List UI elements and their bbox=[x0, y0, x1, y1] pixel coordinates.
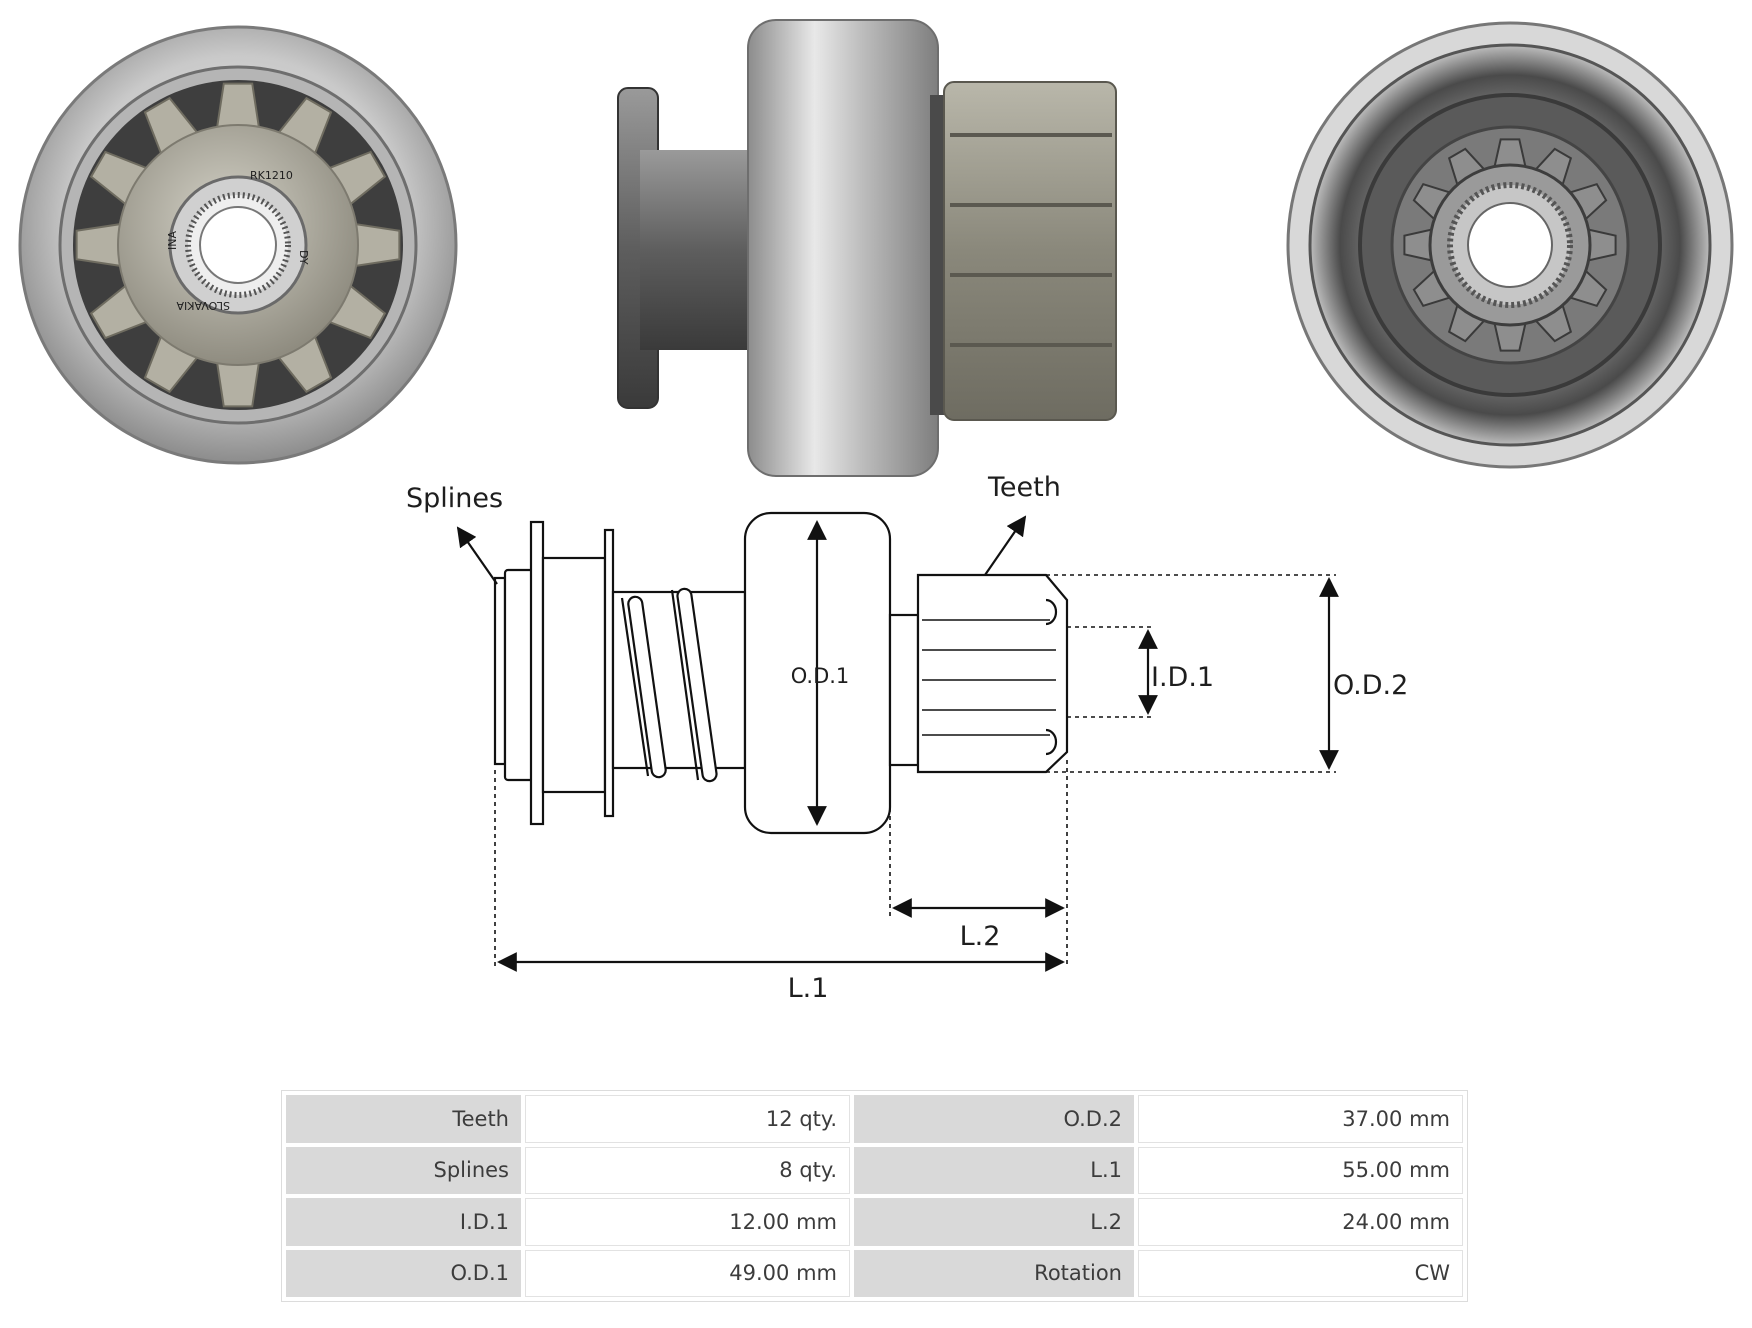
dimension-drawing bbox=[456, 511, 1339, 972]
spec-value: 12 qty. bbox=[525, 1095, 850, 1143]
spec-value: 8 qty. bbox=[525, 1146, 850, 1194]
table-row: I.D.1 12.00 mm L.2 24.00 mm bbox=[286, 1198, 1463, 1246]
l1-label: L.1 bbox=[788, 973, 829, 1004]
side-view-photo bbox=[617, 19, 1117, 477]
spec-value: CW bbox=[1138, 1249, 1463, 1297]
od1-label: O.D.1 bbox=[791, 664, 850, 688]
spec-value: 55.00 mm bbox=[1138, 1146, 1463, 1194]
table-row: O.D.1 49.00 mm Rotation CW bbox=[286, 1249, 1463, 1297]
marking-right: DY bbox=[297, 250, 310, 265]
spec-key: Rotation bbox=[854, 1249, 1134, 1297]
table-row: Teeth 12 qty. O.D.2 37.00 mm bbox=[286, 1095, 1463, 1143]
spec-key: O.D.1 bbox=[286, 1249, 521, 1297]
spec-value: 37.00 mm bbox=[1138, 1095, 1463, 1143]
id1-label: I.D.1 bbox=[1151, 662, 1214, 693]
specs-table: Teeth 12 qty. O.D.2 37.00 mm Splines 8 q… bbox=[281, 1090, 1468, 1302]
table-row: Splines 8 qty. L.1 55.00 mm bbox=[286, 1146, 1463, 1194]
marking-top: RK1210 bbox=[250, 169, 293, 182]
spec-key: Splines bbox=[286, 1146, 521, 1194]
od2-label: O.D.2 bbox=[1333, 670, 1408, 701]
spec-key: L.1 bbox=[854, 1146, 1134, 1194]
splines-label: Splines bbox=[406, 483, 503, 514]
spec-key: I.D.1 bbox=[286, 1198, 521, 1246]
spec-value: 49.00 mm bbox=[525, 1249, 850, 1297]
teeth-label: Teeth bbox=[987, 472, 1061, 503]
spec-key: L.2 bbox=[854, 1198, 1134, 1246]
marking-left: INA bbox=[166, 231, 179, 250]
rear-view-photo bbox=[1286, 21, 1734, 469]
spec-value: 12.00 mm bbox=[525, 1198, 850, 1246]
spec-key: Teeth bbox=[286, 1095, 521, 1143]
spec-key: O.D.2 bbox=[854, 1095, 1134, 1143]
spec-value: 24.00 mm bbox=[1138, 1198, 1463, 1246]
rear-teeth-icon bbox=[1403, 138, 1617, 352]
l2-label: L.2 bbox=[960, 921, 1001, 952]
marking-bottom: SLOVAKIA bbox=[176, 299, 230, 312]
front-view-photo: RK1210 INA DY SLOVAKIA bbox=[18, 25, 458, 465]
